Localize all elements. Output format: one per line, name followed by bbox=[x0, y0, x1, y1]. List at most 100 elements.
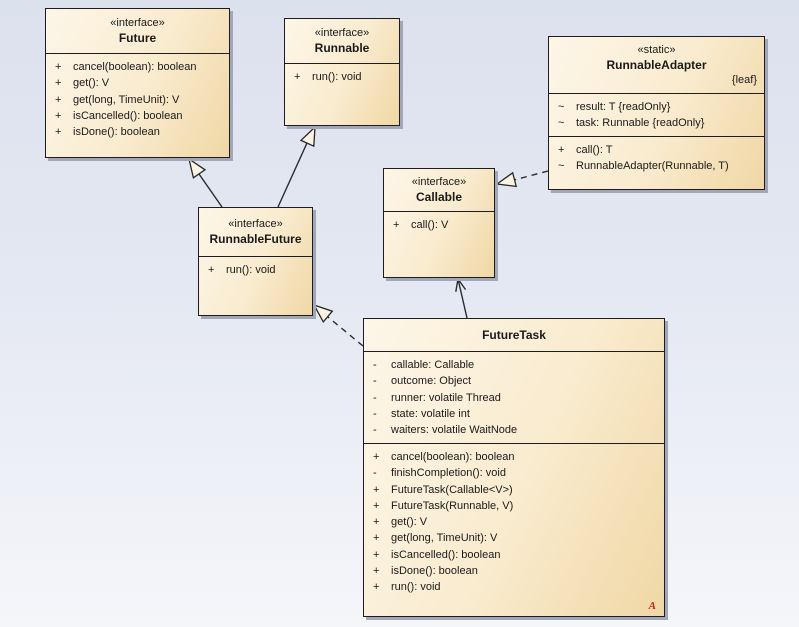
member-signature: call(): T bbox=[576, 144, 613, 156]
visibility-symbol: + bbox=[373, 581, 380, 594]
class-stereotype: «interface» bbox=[110, 17, 165, 29]
operation-row[interactable]: +get(): V bbox=[364, 514, 664, 530]
visibility-symbol: - bbox=[373, 424, 377, 437]
visibility-symbol: - bbox=[373, 359, 377, 371]
member-signature: waiters: volatile WaitNode bbox=[391, 424, 518, 437]
member-signature: get(long, TimeUnit): V bbox=[391, 532, 498, 545]
attribute-row[interactable]: ~ result: T {readOnly} bbox=[549, 99, 764, 115]
class-box-runnableadapter[interactable]: «static»RunnableAdapter {leaf} ~ result: T … bbox=[548, 36, 765, 190]
class-attributes-compartment: - callable: Callable - outcome: Object -runn… bbox=[364, 351, 664, 443]
class-box-futuretask[interactable]: FutureTask - callable: Callable - outcome: O… bbox=[363, 318, 665, 617]
class-title-callable[interactable]: «interface» Callable bbox=[384, 169, 494, 211]
visibility-symbol: + bbox=[55, 126, 62, 139]
realization-futuretask-to-runnablefuture[interactable] bbox=[312, 303, 364, 347]
class-name: Callable bbox=[415, 190, 463, 204]
class-attributes-compartment: ~ result: T {readOnly} ~task: Runnable {re… bbox=[549, 93, 764, 136]
class-title-futuretask[interactable]: FutureTask bbox=[364, 319, 664, 351]
class-title-future[interactable]: «interface» Future bbox=[46, 9, 229, 53]
operation-row[interactable]: + call(): V bbox=[384, 217, 494, 233]
operation-row[interactable]: +FutureTask(Runnable, V) bbox=[364, 498, 664, 514]
class-name: Future bbox=[118, 31, 157, 45]
visibility-symbol: + bbox=[373, 565, 380, 578]
class-operations-compartment: + call(): T ~ RunnableAdapter(Runnable, T) bbox=[549, 136, 764, 189]
class-operations-compartment: + run(): void bbox=[285, 63, 399, 125]
operation-row[interactable]: + run(): void bbox=[285, 69, 399, 85]
visibility-symbol: ~ bbox=[558, 160, 565, 173]
operation-row[interactable]: +FutureTask(Callable<V>) bbox=[364, 482, 664, 498]
operation-row[interactable]: + cancel(boolean): boolean bbox=[364, 449, 664, 465]
realization-runnableadapter-to-callable[interactable] bbox=[495, 170, 549, 188]
class-name: RunnableFuture bbox=[209, 232, 302, 246]
operation-row[interactable]: + call(): T bbox=[549, 142, 764, 158]
member-signature: callable: Callable bbox=[391, 359, 475, 371]
attribute-row[interactable]: ~task: Runnable {readOnly} bbox=[549, 115, 764, 131]
class-title-runnable[interactable]: «interface»Runnable bbox=[285, 19, 399, 63]
class-operations-compartment: + cancel(boolean): boolean - finishCompleti… bbox=[364, 443, 664, 616]
member-signature: cancel(boolean): boolean bbox=[391, 451, 515, 463]
operation-row[interactable]: +isCancelled(): boolean bbox=[46, 108, 229, 124]
member-signature: isCancelled(): boolean bbox=[391, 548, 501, 561]
visibility-symbol: ~ bbox=[558, 117, 565, 130]
visibility-symbol: + bbox=[208, 264, 215, 276]
generalization-runnablefuture-to-future[interactable] bbox=[187, 157, 223, 208]
class-box-runnable[interactable]: «interface»Runnable + run(): void bbox=[284, 18, 400, 126]
member-signature: get(long, TimeUnit): V bbox=[73, 93, 180, 106]
visibility-symbol: - bbox=[373, 375, 377, 388]
operation-row[interactable]: + isDone(): boolean bbox=[364, 563, 664, 579]
member-signature: run(): void bbox=[312, 71, 362, 83]
visibility-symbol: + bbox=[55, 93, 62, 106]
abstract-marker: A bbox=[648, 600, 656, 612]
class-stereotype: «interface» bbox=[411, 176, 467, 188]
class-operations-compartment: + run(): void bbox=[199, 256, 312, 315]
attribute-row[interactable]: - outcome: Object bbox=[364, 373, 664, 389]
class-operations-compartment: + call(): V bbox=[384, 211, 494, 277]
operation-row[interactable]: + get(long, TimeUnit): V bbox=[364, 530, 664, 546]
visibility-symbol: + bbox=[373, 532, 380, 545]
visibility-symbol: ~ bbox=[558, 101, 565, 113]
generalization-runnablefuture-to-runnable[interactable] bbox=[277, 125, 316, 208]
operation-row[interactable]: - finishCompletion(): void bbox=[364, 465, 664, 481]
class-box-future[interactable]: «interface»Future+cancel(boolean): boole… bbox=[45, 8, 230, 158]
member-signature: RunnableAdapter(Runnable, T) bbox=[576, 160, 729, 173]
visibility-symbol: - bbox=[373, 467, 377, 480]
visibility-symbol: + bbox=[373, 451, 380, 463]
visibility-symbol: + bbox=[373, 483, 380, 496]
class-box-runnablefuture[interactable]: «interface»RunnableFuture + run(): void bbox=[198, 207, 313, 316]
member-signature: finishCompletion(): void bbox=[391, 467, 506, 480]
member-signature: result: T {readOnly} bbox=[576, 101, 671, 113]
member-signature: isCancelled(): boolean bbox=[73, 109, 183, 122]
member-signature: cancel(boolean): boolean bbox=[73, 61, 197, 73]
member-signature: run(): void bbox=[226, 264, 276, 276]
operation-row[interactable]: ~ RunnableAdapter(Runnable, T) bbox=[549, 158, 764, 174]
visibility-symbol: + bbox=[294, 71, 301, 83]
operation-row[interactable]: +run(): void bbox=[364, 579, 664, 595]
operation-row[interactable]: +isDone(): boolean bbox=[46, 124, 229, 140]
attribute-row[interactable]: -state: volatile int bbox=[364, 406, 664, 422]
operation-row[interactable]: + get(long, TimeUnit): V bbox=[46, 92, 229, 108]
operation-row[interactable]: + run(): void bbox=[199, 262, 312, 278]
class-tag-value: {leaf} bbox=[731, 73, 757, 86]
operation-row[interactable]: +get(): V bbox=[46, 75, 229, 91]
member-signature: get(): V bbox=[73, 77, 110, 90]
visibility-symbol: + bbox=[558, 144, 565, 156]
class-operations-compartment: +cancel(boolean): boolean+get(): V+get(l… bbox=[46, 53, 229, 157]
class-title-runnablefuture[interactable]: «interface»RunnableFuture bbox=[199, 208, 312, 256]
class-stereotype: «static» bbox=[637, 43, 676, 56]
class-box-callable[interactable]: «interface» Callable + call(): V bbox=[383, 168, 495, 278]
attribute-row[interactable]: - waiters: volatile WaitNode bbox=[364, 422, 664, 438]
association-futuretask-to-callable[interactable] bbox=[455, 277, 468, 319]
member-signature: isDone(): boolean bbox=[391, 565, 478, 578]
class-title-runnableadapter[interactable]: «static»RunnableAdapter {leaf} bbox=[549, 37, 764, 93]
visibility-symbol: + bbox=[393, 219, 400, 231]
class-name: RunnableAdapter bbox=[606, 57, 707, 72]
visibility-symbol: + bbox=[373, 516, 380, 529]
operation-row[interactable]: +cancel(boolean): boolean bbox=[46, 59, 229, 75]
member-signature: call(): V bbox=[411, 219, 449, 231]
attribute-row[interactable]: -runner: volatile Thread bbox=[364, 390, 664, 406]
member-signature: outcome: Object bbox=[391, 375, 472, 388]
member-signature: state: volatile int bbox=[391, 407, 470, 420]
attribute-row[interactable]: - callable: Callable bbox=[364, 357, 664, 373]
operation-row[interactable]: +isCancelled(): boolean bbox=[364, 547, 664, 563]
